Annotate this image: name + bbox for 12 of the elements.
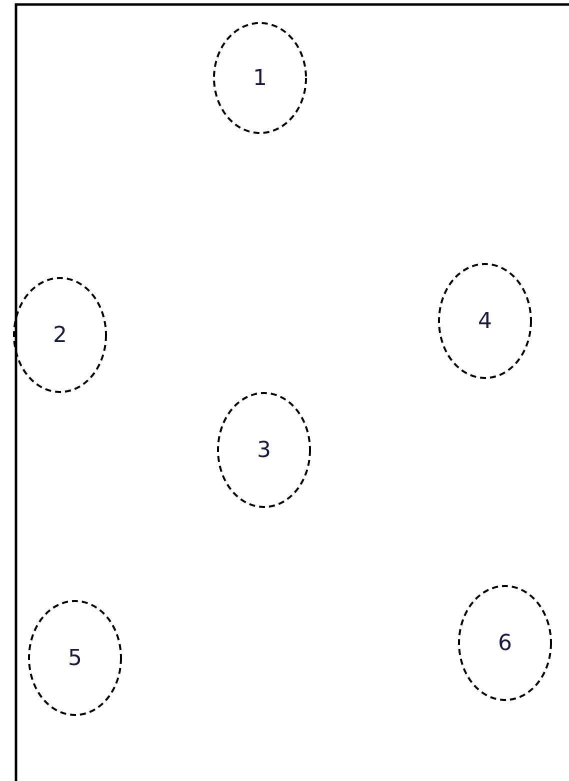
dashed-circle bbox=[457, 584, 553, 702]
dashed-circle bbox=[437, 262, 533, 380]
node-number: 1 bbox=[253, 66, 267, 90]
dashed-circle bbox=[216, 391, 312, 509]
dashed-circle bbox=[27, 599, 123, 717]
node-number: 5 bbox=[68, 646, 82, 670]
node-number: 2 bbox=[53, 322, 67, 348]
node-number: 3 bbox=[257, 438, 271, 462]
dashed-circle bbox=[12, 276, 108, 394]
dashed-circle bbox=[212, 21, 308, 135]
node-number: 4 bbox=[478, 308, 492, 334]
node-number: 6 bbox=[498, 630, 512, 656]
